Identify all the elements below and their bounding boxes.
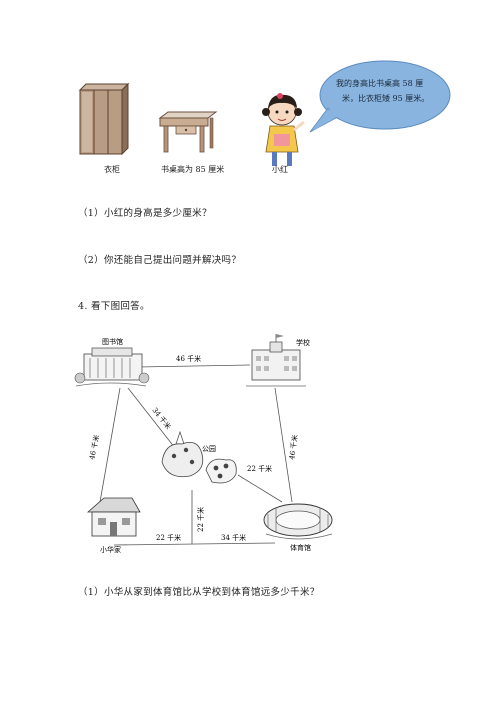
home-image (86, 497, 141, 537)
library-label: 图书馆 (102, 337, 123, 346)
map-drawing: 图书馆 学校 公园 小华家 体育馆 46 千米 46 千米 34 千米 46 千… (74, 334, 333, 554)
top-figure: 我的身高比书桌高 58 厘 米，比衣柜矮 95 厘米。 (60, 60, 460, 185)
speech-line-2: 米，比衣柜矮 95 厘米。 (342, 94, 430, 103)
wardrobe-label: 衣柜 (104, 165, 120, 174)
stadium-image (263, 503, 333, 540)
library-image (74, 347, 150, 387)
speech-line-1: 我的身高比书桌高 58 厘 (336, 79, 424, 88)
desk-label: 书桌高为 85 厘米 (161, 165, 225, 174)
distance-park-stadium: 22 千米 (247, 464, 272, 473)
top-figure-drawing (78, 60, 451, 166)
question-4-1: （1）小华从家到体育馆比从学校到体育馆远多少千米？ (78, 587, 320, 598)
question-1: （1）小红的身高是多少厘米？ (78, 208, 212, 219)
distance-library-home: 46 千米 (87, 434, 101, 460)
distance-junction-stadium: 34 千米 (221, 533, 246, 542)
girl-image (262, 93, 305, 166)
question-2: （2）你还能自己提出问题并解决吗？ (78, 255, 242, 266)
distance-library-school: 46 千米 (176, 354, 201, 363)
school-label: 学校 (296, 338, 310, 347)
road-lines (99, 364, 293, 546)
distance-park-junction: 22 千米 (196, 507, 205, 532)
distance-library-park: 34 千米 (150, 406, 173, 431)
section-4-title: 4. 看下图回答。 (78, 301, 150, 312)
park-label: 公园 (202, 445, 216, 453)
wardrobe-image (78, 82, 130, 156)
map-figure: 图书馆 学校 公园 小华家 体育馆 46 千米 46 千米 34 千米 46 千… (70, 330, 370, 562)
home-label: 小华家 (100, 545, 121, 554)
distance-home-junction: 22 千米 (156, 533, 181, 542)
school-image (246, 334, 306, 387)
park-image (161, 430, 237, 484)
speech-bubble (309, 60, 451, 133)
stadium-label: 体育馆 (290, 543, 311, 552)
girl-label: 小红 (272, 165, 288, 174)
desk-image (158, 111, 218, 153)
distance-school-stadium: 46 千米 (287, 434, 299, 460)
